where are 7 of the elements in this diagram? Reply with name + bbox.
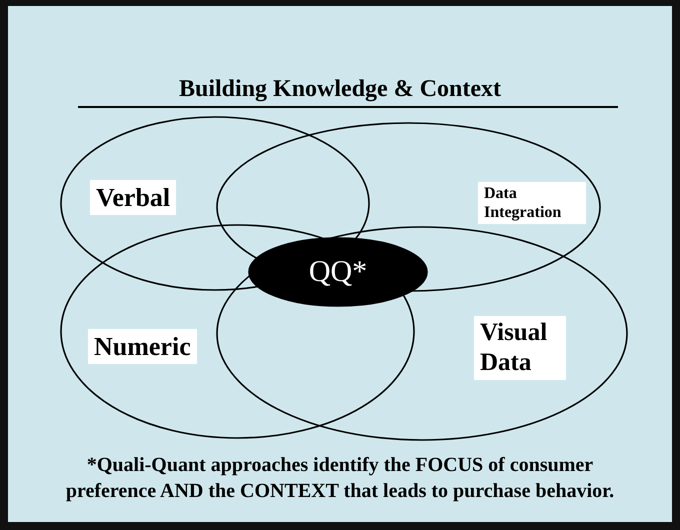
set-label: QQ* xyxy=(308,255,368,289)
set-label: Numeric xyxy=(88,329,197,364)
set-label: Data Integration xyxy=(478,182,586,224)
set-label: Verbal xyxy=(90,180,176,216)
set-label: Visual Data xyxy=(474,316,566,380)
caption: *Quali-Quant approaches identify the FOCUS of consumer preference AND the CONTEXT that leads to purchase behavior. xyxy=(64,453,616,504)
title: Building Knowledge & Context xyxy=(178,76,502,103)
